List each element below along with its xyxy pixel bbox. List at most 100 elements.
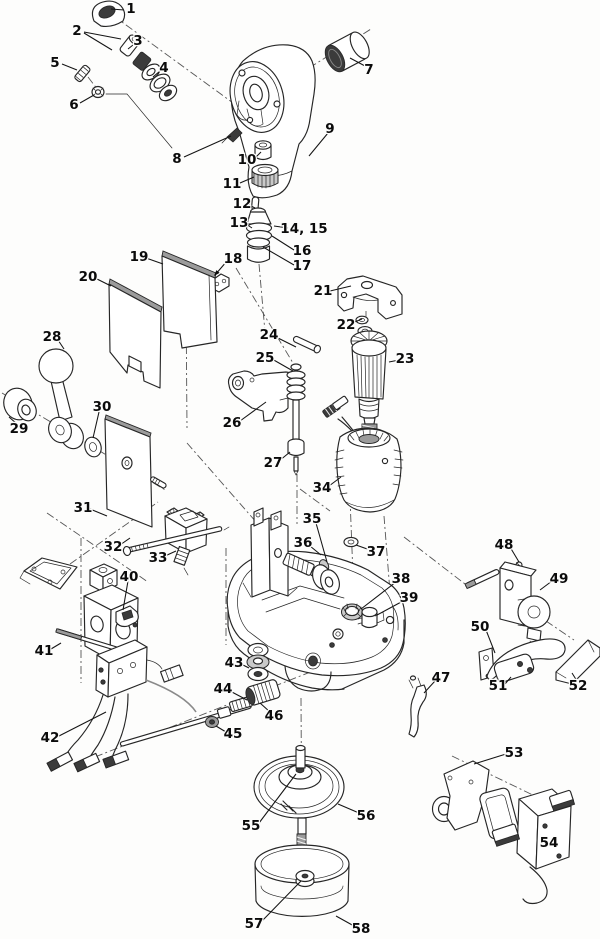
leader-line-25 bbox=[271, 358, 294, 372]
part-label-38: 38 bbox=[392, 571, 411, 587]
part-label-33: 33 bbox=[149, 550, 168, 566]
part-45-nut bbox=[205, 716, 219, 728]
part-8-roll-pin bbox=[221, 127, 243, 144]
leader-line-43 bbox=[240, 663, 250, 669]
leader-line-16 bbox=[271, 235, 295, 251]
leader-line-37 bbox=[355, 544, 371, 551]
part-47-hook bbox=[408, 675, 427, 738]
part-20-panel bbox=[108, 278, 163, 389]
leader-line-55 bbox=[258, 773, 297, 824]
part-40-clamp bbox=[115, 605, 139, 628]
leader-line-7 bbox=[349, 57, 366, 67]
part-label-47: 47 bbox=[432, 670, 451, 686]
leader-line-17 bbox=[262, 246, 295, 266]
part-label-8: 8 bbox=[172, 151, 181, 167]
leader-line-24 bbox=[275, 336, 297, 348]
part-label-21: 21 bbox=[314, 283, 333, 299]
part-51-arm-plate bbox=[486, 638, 566, 683]
leader-line-58 bbox=[335, 915, 355, 927]
part-1-cap bbox=[91, 0, 126, 28]
part-label-25: 25 bbox=[256, 350, 275, 366]
part-label-3: 3 bbox=[133, 33, 142, 49]
part-label-5: 5 bbox=[50, 55, 59, 71]
part-33-switch bbox=[164, 507, 208, 576]
leader-line-11 bbox=[239, 176, 255, 184]
part-58-drum bbox=[254, 844, 350, 917]
part-46-coupling bbox=[245, 679, 281, 706]
part-6-nut bbox=[91, 85, 105, 99]
parts-artwork bbox=[3, 0, 600, 917]
leader-line-52 bbox=[571, 672, 578, 682]
leader-line-42 bbox=[56, 711, 107, 738]
leader-line-57 bbox=[261, 880, 302, 922]
part-25-spring bbox=[286, 363, 306, 401]
part-label-4: 4 bbox=[159, 60, 168, 76]
part-label-40: 40 bbox=[120, 569, 139, 585]
part-label-19: 19 bbox=[130, 249, 149, 265]
part-label-31: 31 bbox=[74, 500, 93, 516]
part-label-7: 7 bbox=[364, 62, 373, 78]
part-label-37: 37 bbox=[367, 544, 386, 560]
leader-line-10 bbox=[253, 151, 262, 160]
part-36-worm-shaft bbox=[282, 552, 340, 595]
leader-line-33 bbox=[164, 550, 177, 557]
part-label-6: 6 bbox=[69, 97, 78, 113]
leader-line-56 bbox=[337, 803, 360, 814]
leader-line-21 bbox=[329, 285, 352, 292]
part-label-26: 26 bbox=[223, 415, 242, 431]
part-label-1: 1 bbox=[126, 1, 135, 17]
part-16-ring bbox=[246, 237, 271, 248]
part-label-32: 32 bbox=[104, 539, 123, 555]
leader-line-46 bbox=[259, 702, 271, 713]
part-5-spring-pin bbox=[74, 64, 91, 83]
part-label-58: 58 bbox=[352, 921, 371, 937]
part-39-bearing-retainer bbox=[361, 606, 385, 629]
part-label-22: 22 bbox=[337, 317, 356, 333]
leader-line-14-15 bbox=[273, 225, 289, 229]
leader-line-32 bbox=[119, 537, 131, 546]
leader-line-31 bbox=[89, 508, 108, 517]
part-label-11: 11 bbox=[223, 176, 242, 192]
leader-line-36 bbox=[309, 545, 322, 556]
leader-line-40 bbox=[122, 580, 129, 611]
leader-line-20 bbox=[94, 277, 112, 287]
part-label-41: 41 bbox=[35, 643, 54, 659]
part-label-43: 43 bbox=[225, 655, 244, 671]
leader-line-3 bbox=[127, 44, 134, 50]
part-label-9: 9 bbox=[325, 121, 334, 137]
leader-line-30 bbox=[92, 411, 100, 439]
part-base-pillar bbox=[242, 507, 298, 598]
leader-line-6 bbox=[79, 94, 95, 104]
part-11-bearing bbox=[251, 163, 279, 189]
part-label-45: 45 bbox=[224, 726, 243, 742]
leader-line-48 bbox=[509, 546, 520, 563]
part-12-17-spindle-assembly bbox=[245, 196, 273, 263]
leader-line-26 bbox=[239, 401, 267, 422]
part-19-panel bbox=[161, 250, 218, 349]
part-label-39: 39 bbox=[400, 590, 419, 606]
part-label-10: 10 bbox=[238, 152, 257, 168]
leader-line-34 bbox=[328, 476, 342, 487]
leader-line-2 bbox=[83, 31, 122, 40]
leader-line-22 bbox=[351, 318, 363, 324]
part-37-washer bbox=[343, 536, 359, 548]
part-32-screw bbox=[122, 526, 230, 557]
part-34-field-stator bbox=[322, 395, 404, 513]
part-label-17: 17 bbox=[293, 258, 312, 274]
part-label-30: 30 bbox=[93, 399, 112, 415]
part-54-switch-block bbox=[491, 788, 576, 905]
part-57-nut bbox=[295, 869, 315, 888]
leader-line-4 bbox=[152, 70, 161, 78]
part-10-bushing bbox=[254, 140, 272, 161]
part-9-gear-housing bbox=[229, 44, 316, 199]
part-label-46: 46 bbox=[265, 708, 284, 724]
part-label-16: 16 bbox=[293, 243, 312, 259]
part-42-wiring-switch bbox=[46, 639, 197, 773]
leader-line-13 bbox=[245, 223, 253, 229]
leader-line-9 bbox=[308, 132, 329, 157]
part-label-57: 57 bbox=[245, 916, 264, 932]
part-31-panel bbox=[104, 414, 167, 528]
pcb-plate bbox=[19, 557, 78, 590]
